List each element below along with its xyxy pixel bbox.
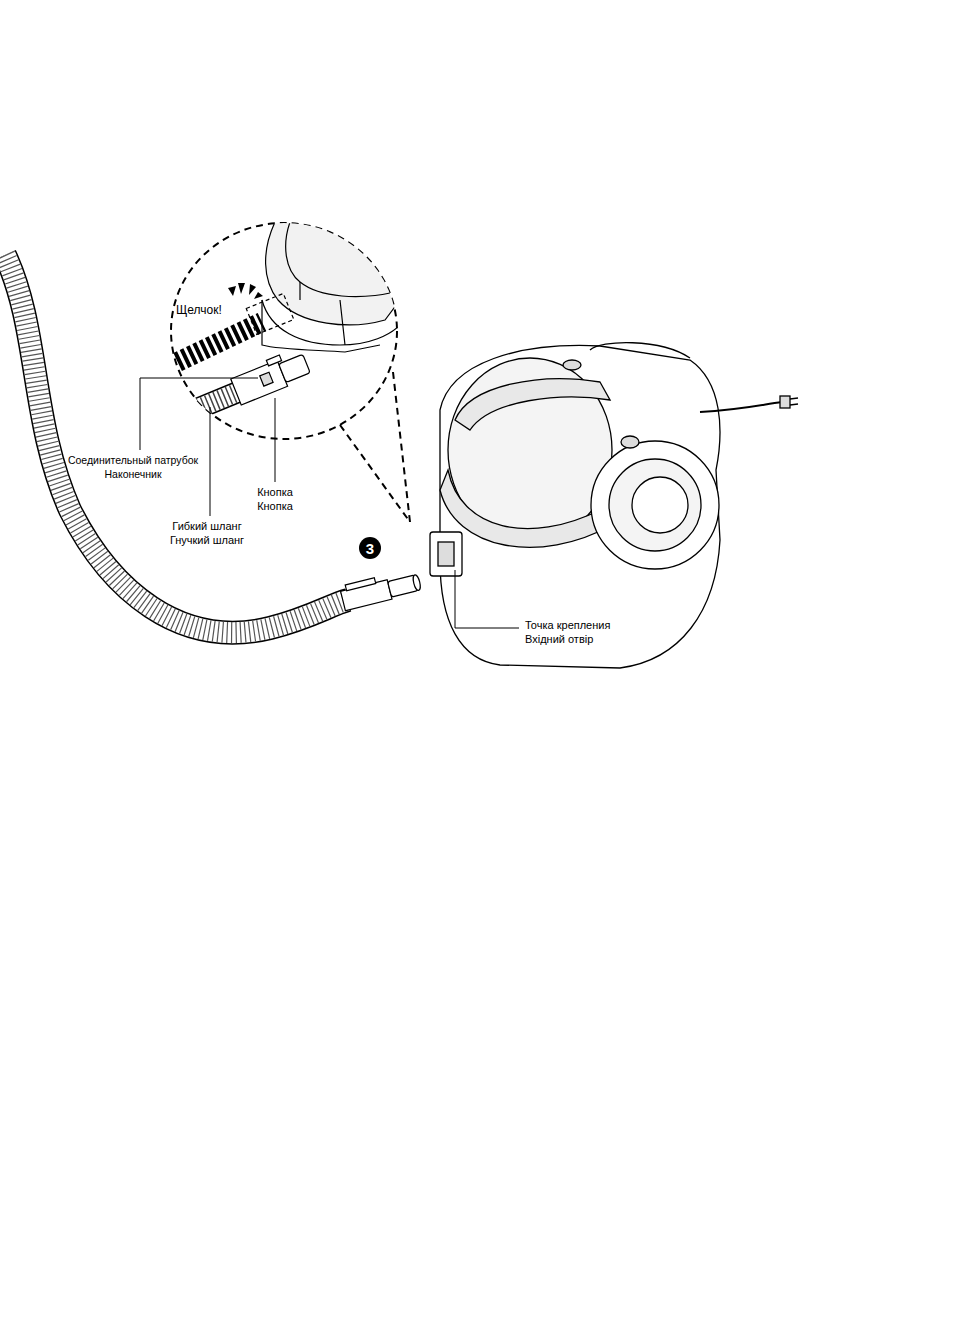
part-label: Кнопка	[257, 500, 293, 513]
part-label: Вхідний отвір	[525, 633, 593, 646]
part-label: Гибкий шланг	[172, 520, 241, 533]
zoom-detail	[165, 222, 410, 522]
part-label: Наконечник	[105, 468, 162, 481]
callout-number-text: 3	[366, 541, 374, 556]
callout-number: 3	[359, 537, 381, 559]
click-note: Щелчок!	[176, 304, 222, 317]
part-label: Гнучкий шланг	[170, 534, 244, 547]
vacuum-body	[430, 343, 798, 668]
part-label: Кнопка	[257, 486, 293, 499]
part-label: Точка крепления	[525, 619, 610, 632]
hose-end	[339, 567, 422, 610]
part-label: Соединительный патрубок	[68, 454, 198, 467]
leader-lines	[140, 378, 519, 628]
